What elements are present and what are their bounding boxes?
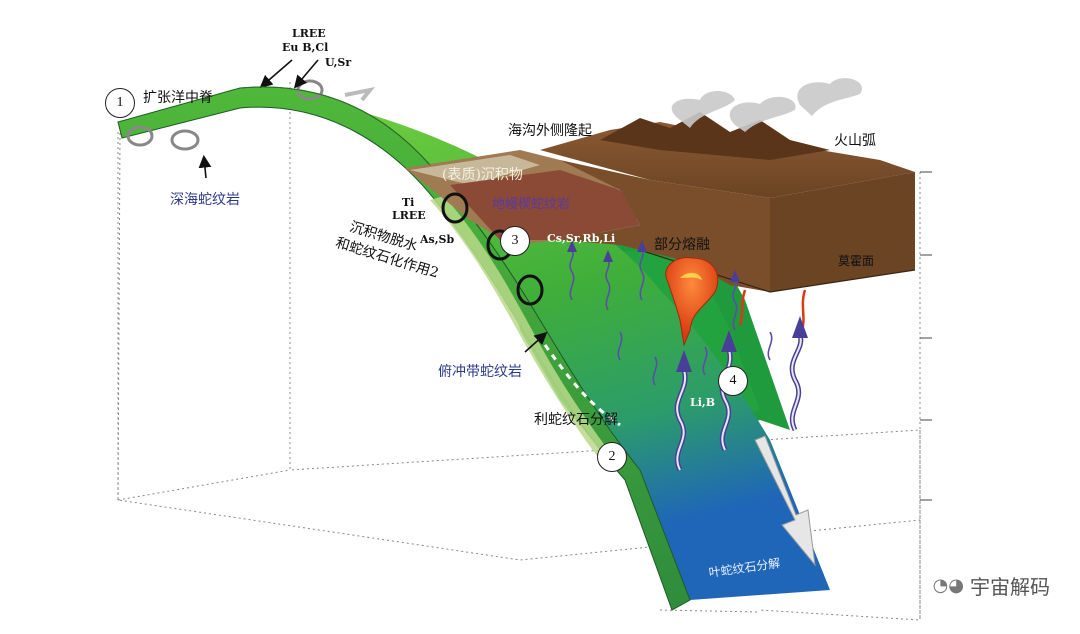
ridge-label: 扩张洋中脊 <box>143 90 213 106</box>
marker-4: 4 <box>718 366 748 396</box>
slab-sediment-band <box>430 196 612 460</box>
volcanic-arc-label: 火山弧 <box>834 133 876 149</box>
slab-motion-arrow <box>754 435 816 567</box>
partial-melting-label: 部分熔融 <box>654 237 710 253</box>
fluid-arrows-large <box>674 334 804 472</box>
pointer-arrows <box>198 59 548 353</box>
watermark: ◔◕ 宇宙解码 <box>933 571 1050 600</box>
cs-sr-rb-li-label: Cs,Sr,Rb,Li <box>547 232 616 245</box>
rotation-arrows <box>126 79 544 306</box>
u-sr-label: U,Sr <box>325 56 352 69</box>
depth-ticks <box>920 171 932 501</box>
overriding-crust-side <box>770 172 915 292</box>
watermark-text: 宇宙解码 <box>970 575 1050 599</box>
lree-top-label: LREE <box>292 27 326 40</box>
lree-mid-label: LREE <box>392 209 426 222</box>
volcanic-plumes <box>671 78 863 132</box>
subduction-serpentinite-label: 俯冲带蛇纹岩 <box>438 364 522 380</box>
fluid-arrows-small <box>569 249 773 386</box>
lizardite-breakdown-label: 利蛇纹石分解 <box>534 412 618 428</box>
eu-b-cl-label: Eu B,Cl <box>282 41 329 54</box>
magma-chamber <box>665 257 719 347</box>
marker-1: 1 <box>105 88 135 118</box>
marker-3: 3 <box>500 226 530 256</box>
ridge-arrow-grey <box>344 86 375 102</box>
trench-bulge-label: 海沟外侧隆起 <box>508 123 592 139</box>
moho-label: 莫霍面 <box>838 254 875 268</box>
mantle-wedge-serpentinite <box>450 170 640 240</box>
overriding-crust-front <box>560 160 770 292</box>
fluid-arrow-heads <box>567 240 808 372</box>
ti-label: Ti <box>402 196 415 209</box>
as-sb-label: As,Sb <box>420 233 455 246</box>
li-b-label: Li,B <box>690 396 716 409</box>
liz-breakdown-line <box>543 344 621 427</box>
volcanic-mountains <box>600 112 830 160</box>
marker-2: 2 <box>597 442 627 472</box>
wechat-icon: ◔◕ <box>932 575 964 596</box>
sediment-label: (表质)沉积物 <box>442 167 523 183</box>
oceanic-slab <box>118 86 830 600</box>
mantle-wedge-serpentinite-label: 地幔楔蛇纹岩 <box>492 197 571 212</box>
slab-top-line <box>239 86 431 166</box>
deep-sea-serpentinite-label: 深海蛇纹岩 <box>170 192 240 208</box>
